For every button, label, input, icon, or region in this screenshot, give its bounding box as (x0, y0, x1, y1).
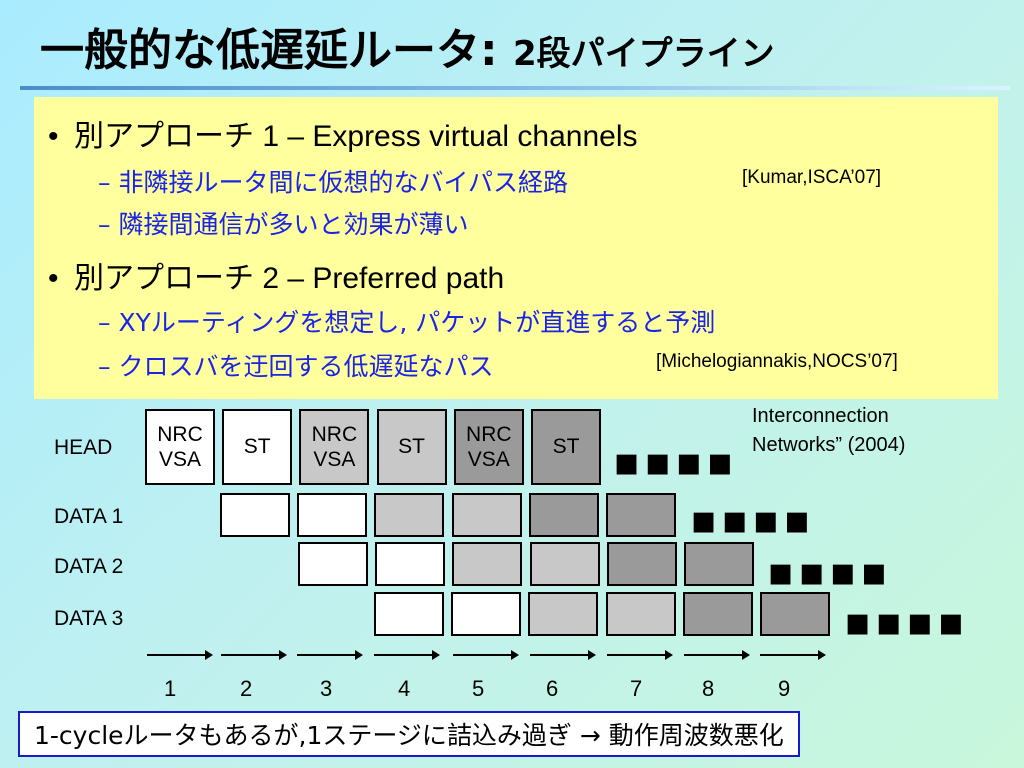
cycle-number: 7 (630, 676, 643, 701)
pipeline-cell (220, 493, 290, 537)
cycle-number: 2 (240, 676, 253, 701)
pipeline-cell (682, 592, 753, 636)
cycle-number: 8 (702, 676, 715, 701)
footer-note: 1-cycleルータもあるが,1ステージに詰込み過ぎ → 動作周波数悪化 (18, 711, 800, 757)
pipeline-cell (684, 542, 754, 586)
bullet-approach-1: •別アプローチ 1 – Express virtual channels (48, 120, 638, 153)
pipeline-cell (374, 493, 445, 537)
pipeline-cell (297, 493, 368, 537)
pipeline-cell (760, 592, 830, 636)
subitem-express-1: – 非隣接ルータ間に仮想的なバイパス経路 (98, 168, 568, 197)
continuation-dots: ▪▪▪▪ (690, 497, 815, 543)
pipeline-cell (529, 542, 600, 586)
subitem-express-2: – 隣接間通信が多いと効果が薄い (98, 210, 469, 239)
cycle-arrow (374, 650, 440, 660)
row-label-data-3: DATA 3 (54, 607, 124, 630)
pipeline-cell (606, 493, 676, 537)
reference-note: Interconnection Networks” (2004) (752, 405, 906, 456)
title-divider (20, 86, 1010, 90)
cycle-arrow (530, 650, 596, 660)
cycle-number: 9 (778, 676, 791, 701)
bullet-box: •別アプローチ 1 – Express virtual channels – 非… (34, 97, 998, 399)
pipeline-cell: NRC VSA (453, 409, 524, 485)
row-label-data-1: DATA 1 (54, 505, 124, 528)
cycle-number: 4 (398, 676, 411, 701)
pipeline-cell (528, 592, 599, 636)
pipeline-cell (374, 592, 444, 636)
subitem-preferred-2: – クロスバを迂回する低遅延なパス (98, 352, 494, 381)
subitem-preferred-1: – XYルーティングを想定し, パケットが直進すると予測 (98, 308, 716, 337)
cycle-number: 1 (164, 676, 177, 701)
pipeline-cell (452, 542, 523, 586)
continuation-dots: ▪▪▪▪ (767, 549, 892, 595)
cycle-arrow (684, 650, 750, 660)
cycle-number: 3 (320, 676, 333, 701)
bullet-approach-2: •別アプローチ 2 – Preferred path (48, 262, 505, 295)
pipeline-cell (375, 542, 446, 586)
pipeline-cell (298, 542, 368, 586)
pipeline-cell: ST (531, 409, 601, 485)
pipeline-cell (451, 592, 522, 636)
pipeline-cell: NRC VSA (299, 409, 370, 485)
pipeline-cell (451, 493, 522, 537)
title-sub: 2段パイプライン (512, 34, 775, 74)
cycle-arrow (221, 650, 287, 660)
pipeline-cell: ST (376, 409, 447, 485)
pipeline-cell: ST (222, 409, 293, 485)
row-label-data-2: DATA 2 (54, 555, 124, 578)
pipeline-cell (606, 542, 677, 586)
row-label-head: HEAD (54, 436, 113, 459)
title-main: 一般的な低遅延ルータ: (40, 25, 498, 76)
cycle-number: 6 (546, 676, 559, 701)
continuation-dots: ▪▪▪▪ (613, 439, 738, 485)
continuation-dots: ▪▪▪▪ (844, 599, 969, 645)
pipeline-cell: NRC VSA (145, 409, 215, 485)
cycle-number: 5 (472, 676, 485, 701)
cycle-arrow (453, 650, 519, 660)
cycle-arrow (147, 650, 213, 660)
citation-kumar: [Kumar,ISCA’07] (742, 167, 882, 188)
citation-michelogiannakis: [Michelogiannakis,NOCS’07] (656, 351, 898, 372)
cycle-arrow (760, 650, 826, 660)
slide-title: 一般的な低遅延ルータ: 2段パイプライン (40, 14, 775, 78)
cycle-arrow (297, 650, 363, 660)
cycle-arrow (607, 650, 673, 660)
pipeline-cell (605, 592, 676, 636)
pipeline-cell (528, 493, 599, 537)
